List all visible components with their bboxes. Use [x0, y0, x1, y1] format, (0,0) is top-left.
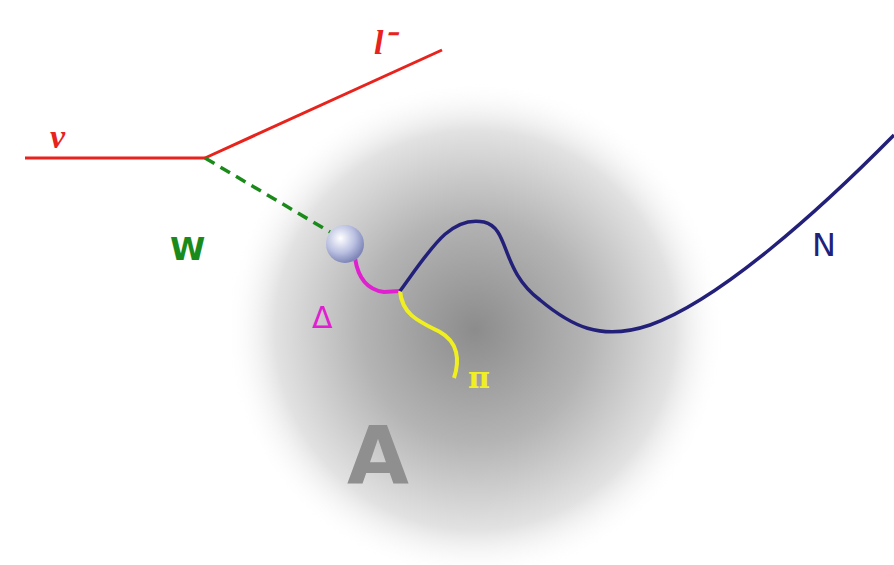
delta-line	[355, 258, 400, 292]
nucleus-shading	[225, 80, 725, 565]
lepton-line	[205, 50, 442, 158]
pion-line	[400, 291, 457, 378]
neutrino-label: ν	[50, 118, 65, 156]
neutrino-line	[25, 157, 205, 160]
lepton-label: l⁻	[374, 18, 394, 64]
delta-label: Δ	[312, 300, 333, 335]
w-boson-line	[205, 158, 330, 232]
pion-label: π	[468, 360, 490, 395]
vertex-ball	[326, 225, 364, 263]
boson-label: W	[170, 230, 205, 268]
nucleus-region: A	[225, 80, 725, 565]
nucleon-line	[400, 135, 894, 332]
nucleon-label: N	[812, 226, 836, 264]
nucleus-label: A	[347, 410, 409, 503]
